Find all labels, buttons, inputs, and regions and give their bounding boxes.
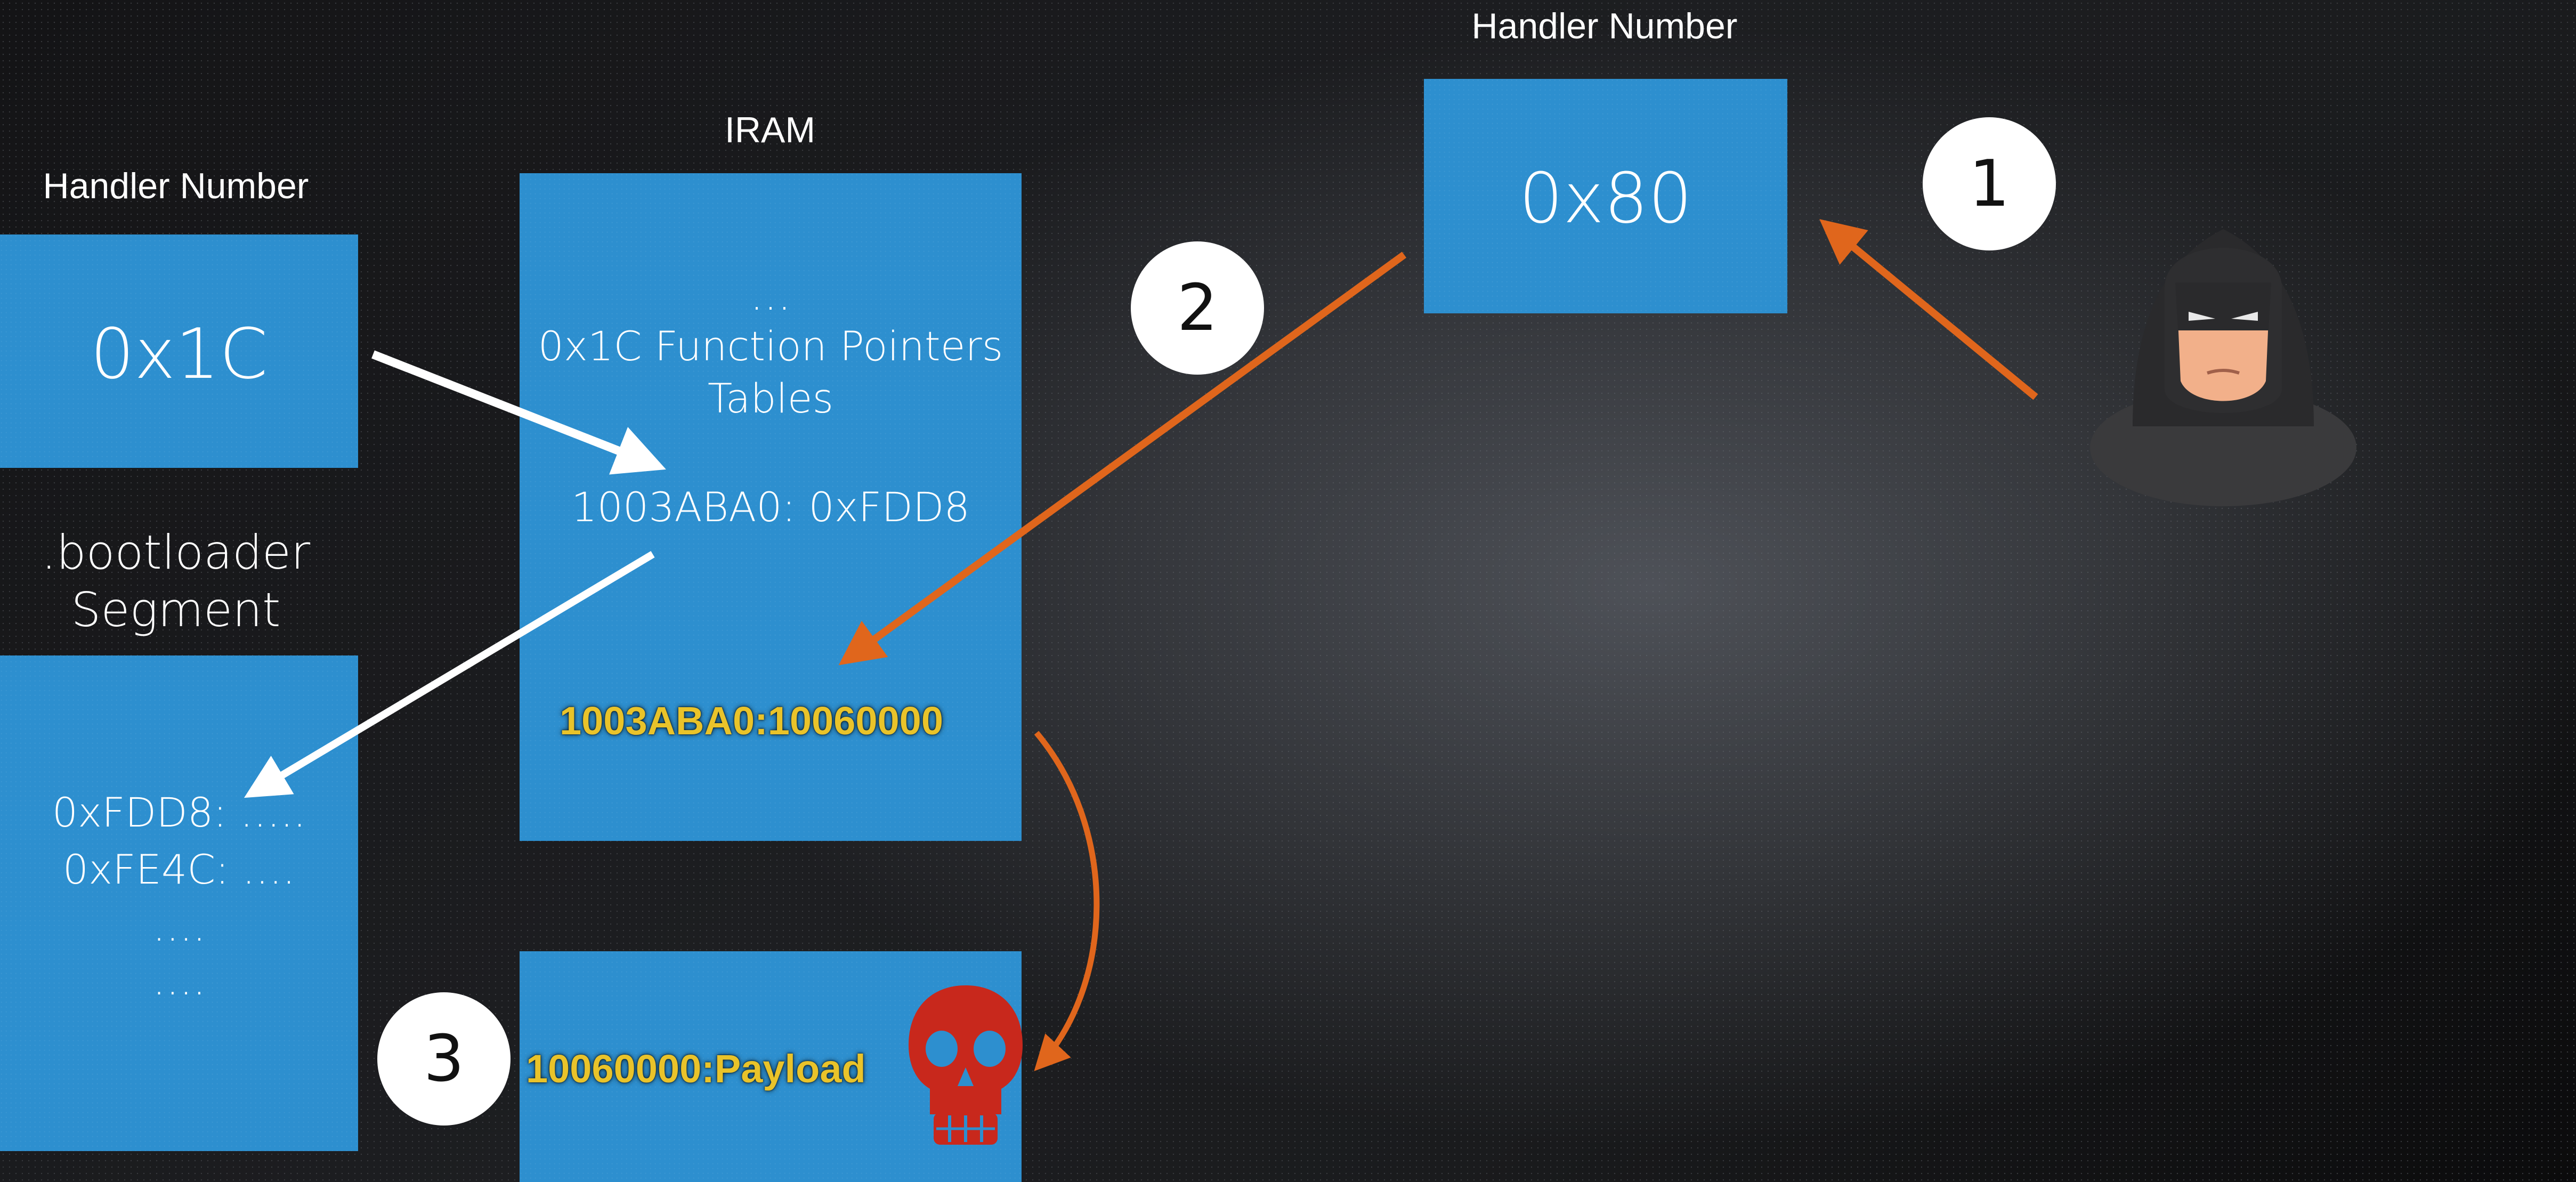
bootloader-entry: 0xFE4C: …. — [62, 846, 296, 893]
arrow-handler-overwrite — [838, 252, 1407, 666]
step-2-badge: 2 — [1131, 241, 1264, 375]
arrow-attacker-to-handler — [1819, 219, 2038, 400]
top-handler-value: 0x80 — [1519, 158, 1692, 239]
top-handler-header: Handler Number — [1471, 6, 1738, 46]
bootloader-subtitle: Segment — [71, 582, 281, 637]
iram-pointer-entry: 1003ABA0: 0xFDD8 — [571, 483, 970, 531]
top-handler-box: 0x80 — [1424, 79, 1787, 313]
arrow-pointer-to-bootloader — [244, 550, 655, 798]
overwritten-pointer-entry: 1003ABA0:10060000 — [560, 699, 943, 743]
payload-label: 10060000:Payload — [526, 1047, 866, 1091]
skull-icon — [909, 985, 1023, 1145]
function-pointer-table-subtitle: Tables — [707, 375, 834, 422]
iram-box: … 0x1C Function Pointers Tables 1003ABA0… — [520, 173, 1022, 841]
step-3-badge: 3 — [377, 992, 511, 1126]
iram-ellipsis: … — [750, 272, 791, 320]
iram-header: IRAM — [725, 110, 815, 150]
bootloader-entry: …. — [152, 957, 206, 1004]
left-handler-box: 0x1C — [0, 234, 358, 468]
arrow-handler-to-pointer — [371, 350, 666, 475]
arrow-jump-to-payload — [1034, 731, 1100, 1072]
bootloader-box: 0xFDD8: ….. 0xFE4C: …. …. …. — [0, 655, 358, 1151]
bootloader-title: .bootloader — [41, 525, 311, 580]
left-handler-header: Handler Number — [43, 166, 309, 206]
bootloader-entry: …. — [152, 903, 206, 950]
step-1-badge: 1 — [1923, 117, 2056, 250]
function-pointer-table-title: 0x1C Function Pointers — [538, 322, 1003, 370]
attacker-icon — [2090, 229, 2356, 506]
left-handler-value: 0x1C — [90, 313, 268, 394]
